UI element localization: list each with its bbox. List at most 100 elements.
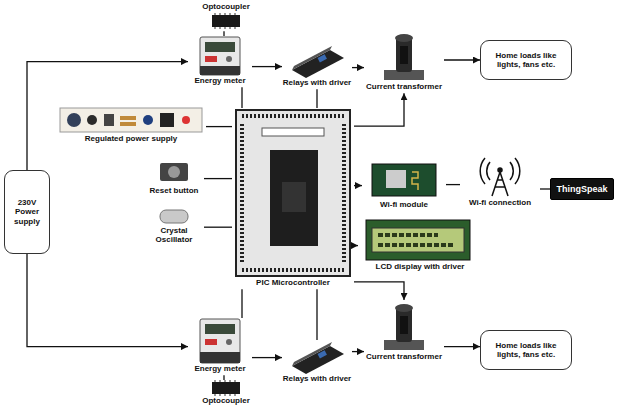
connector-line: [444, 346, 480, 347]
component-caption: Crystal Oscillator: [144, 226, 204, 244]
connector-line: [252, 357, 282, 358]
component-node: Wi-fi connection: [460, 160, 540, 209]
optocoupler-chip-part: [215, 380, 235, 396]
component-caption: Current transformer: [364, 82, 444, 91]
component-node: Wi-fi module: [362, 160, 446, 211]
wifi-module-picture: [372, 164, 436, 196]
relay-picture: [292, 46, 344, 78]
component-caption: Energy meter: [188, 76, 252, 85]
picture-area: [188, 36, 252, 76]
regulated-power-supply-board-part: [143, 115, 153, 125]
component-node: Relays with driver: [282, 46, 352, 89]
current-transformer-picture-part: [395, 34, 413, 42]
connector-line: [446, 184, 460, 185]
picture-area: [358, 218, 482, 262]
connector-line: [252, 66, 282, 67]
picture-area: [144, 160, 204, 186]
component-node: Energy meter: [188, 36, 252, 87]
connector-line: [316, 289, 317, 340]
energy-meter-picture-part: [226, 56, 232, 62]
box-label: Home loads like lights, fans etc.: [485, 341, 567, 359]
picture-area: [56, 104, 206, 134]
regulated-power-supply-board-part: [160, 113, 174, 127]
lcd-display-picture-part: [378, 235, 454, 245]
current-transformer-picture-part: [400, 316, 408, 334]
connector-line: [206, 126, 232, 127]
box-label: 230V Power supply: [9, 198, 45, 226]
crystal-oscillator-picture: [160, 210, 188, 223]
component-node: Regulated power supply: [56, 104, 206, 145]
connector-line: [204, 227, 232, 228]
picture-area: [232, 108, 354, 278]
text-box: Home loads like lights, fans etc.: [480, 40, 572, 80]
relay-picture-part: [292, 46, 332, 70]
energy-meter-picture-part: [200, 37, 240, 75]
connector-line: [241, 87, 242, 108]
box-label: ThingSpeak: [556, 184, 607, 194]
component-caption: Wi-fi connection: [460, 198, 540, 207]
regulated-power-supply-board-part: [67, 113, 81, 127]
regulated-power-supply-board-part: [60, 108, 202, 132]
connector-line: [223, 31, 224, 36]
optocoupler-chip-part: [212, 382, 240, 394]
picture-area: [196, 380, 256, 396]
connector-line: [316, 89, 317, 108]
regulated-power-supply-board-part: [120, 116, 136, 120]
wifi-module-picture-part: [412, 172, 418, 190]
energy-meter-picture: [200, 319, 240, 363]
box-label: Home loads like lights, fans etc.: [485, 51, 567, 69]
component-caption: Wi-fi module: [362, 200, 446, 209]
connector-line: [444, 59, 480, 60]
connector-line: [352, 67, 364, 68]
current-transformer-picture: [384, 304, 424, 350]
crystal-oscillator-picture-part: [160, 210, 188, 223]
component-caption: Energy meter: [188, 364, 252, 373]
pic-microcontroller-board-part: [242, 114, 344, 118]
component-caption: Relays with driver: [282, 374, 352, 383]
component-node: Current transformer: [364, 300, 444, 363]
wifi-antenna-icon-part: [492, 172, 508, 196]
current-transformer-picture: [384, 34, 424, 80]
component-node: Current transformer: [364, 30, 444, 93]
connector-line: [223, 375, 224, 380]
pic-microcontroller-board-part: [240, 124, 244, 262]
relay-picture-part: [292, 342, 332, 366]
connector-line: [540, 188, 550, 189]
picture-area: [196, 11, 256, 29]
energy-meter-picture: [200, 37, 240, 75]
reset-button-picture-part: [160, 163, 188, 181]
wifi-antenna-icon-part: [498, 168, 502, 172]
energy-meter-picture-part: [205, 56, 217, 62]
current-transformer-picture-part: [400, 46, 408, 64]
connector-line: [354, 282, 404, 300]
connector-line: [27, 254, 188, 347]
component-node: Relays with driver: [282, 340, 352, 385]
component-caption: PIC Microcontroller: [232, 278, 354, 287]
pic-microcontroller-board-part: [242, 268, 344, 272]
pic-microcontroller-board-part: [342, 124, 346, 262]
picture-area: [282, 46, 352, 78]
connector-line: [204, 178, 232, 179]
wifi-module-picture-part: [386, 170, 406, 188]
regulated-power-supply-board: [60, 108, 202, 132]
optocoupler-chip: [212, 13, 240, 29]
regulated-power-supply-board-part: [182, 116, 190, 124]
text-box: Home loads like lights, fans etc.: [480, 330, 572, 370]
relay-picture-part: [318, 54, 327, 62]
energy-meter-picture-part: [200, 319, 240, 363]
pic-microcontroller-board: [236, 110, 350, 276]
component-node: Energy meter: [188, 318, 252, 375]
component-caption: Optocoupler: [196, 396, 256, 405]
wifi-module-picture-part: [372, 164, 436, 196]
connector-line: [352, 351, 364, 352]
component-node: Optocoupler: [196, 2, 256, 31]
lcd-display-picture-part: [372, 228, 464, 252]
regulated-power-supply-board-part: [120, 122, 136, 126]
component-caption: Optocoupler: [196, 2, 256, 11]
connector-line: [354, 93, 404, 126]
picture-area: [282, 340, 352, 374]
reset-button-picture: [160, 163, 188, 181]
energy-meter-picture-part: [205, 339, 217, 345]
component-node: PIC Microcontroller: [232, 108, 354, 289]
